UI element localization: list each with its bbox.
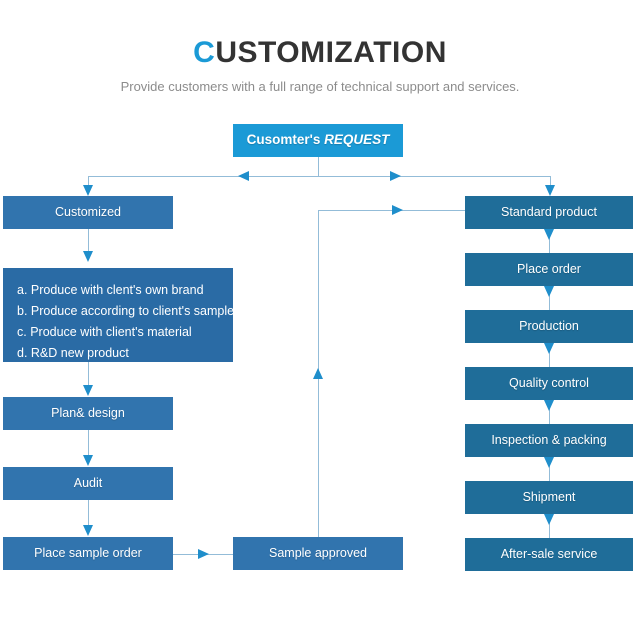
arrow-left-branch-icon	[238, 171, 249, 181]
arrow-audit-to-place-sample-order-icon	[83, 525, 93, 536]
node-inspection-packing[interactable]: Inspection & packing	[465, 424, 633, 457]
arrow-quality-control-to-inspection-icon	[544, 400, 554, 411]
arrow-plan-to-audit-icon	[83, 455, 93, 466]
arrow-options-to-plan-icon	[83, 385, 93, 396]
node-customized[interactable]: Customized	[3, 196, 173, 229]
option-item-b: b. Produce according to client's sample	[17, 304, 235, 318]
node-audit[interactable]: Audit	[3, 467, 173, 500]
request-label-italic: REQUEST	[324, 132, 390, 148]
connector-riser-to-standard-product	[318, 210, 465, 211]
arrow-place-order-to-production-icon	[544, 286, 554, 297]
arrow-to-sample-approved-icon	[198, 549, 209, 559]
arrow-down-to-customized-icon	[83, 185, 93, 196]
connector-standard-product-to-place-order	[549, 229, 550, 253]
connector-drop-right	[550, 176, 551, 186]
node-customization-options[interactable]: a. Produce with clent's own brand b. Pro…	[3, 268, 235, 362]
connector-inspection-to-shipment	[549, 457, 550, 481]
arrow-production-to-quality-control-icon	[544, 343, 554, 354]
connector-plan-to-audit	[88, 430, 89, 460]
connector-place-order-to-production	[549, 286, 550, 310]
arrow-right-branch-icon	[390, 171, 401, 181]
option-item-c: c. Produce with client's material	[17, 325, 192, 339]
connector-drop-left	[88, 176, 89, 186]
arrow-riser-to-standard-product-icon	[392, 205, 403, 215]
option-item-a: a. Produce with clent's own brand	[17, 283, 204, 297]
title-text: USTOMIZATION	[215, 36, 447, 69]
node-quality-control[interactable]: Quality control	[465, 367, 633, 400]
arrow-down-to-standard-product-icon	[545, 185, 555, 196]
connector-audit-to-place-sample-order	[88, 500, 89, 530]
node-sample-approved[interactable]: Sample approved	[233, 537, 403, 570]
node-after-sale-service[interactable]: After-sale service	[465, 538, 633, 571]
connector-distribution-bar	[88, 176, 551, 177]
page-title: CUSTOMIZATION	[0, 36, 640, 70]
arrow-standard-product-to-place-order-icon	[544, 229, 554, 240]
node-shipment[interactable]: Shipment	[465, 481, 633, 514]
request-label-bold: Cusomter's	[246, 132, 321, 148]
node-production[interactable]: Production	[465, 310, 633, 343]
node-customers-request[interactable]: Cusomter's REQUEST	[233, 124, 403, 157]
connector-options-to-plan	[88, 362, 89, 390]
option-item-d: d. R&D new product	[17, 346, 129, 360]
node-standard-product[interactable]: Standard product	[465, 196, 633, 229]
connector-quality-control-to-inspection	[549, 400, 550, 424]
arrow-shipment-to-after-sale-service-icon	[544, 514, 554, 525]
node-plan-design[interactable]: Plan& design	[3, 397, 173, 430]
node-place-order[interactable]: Place order	[465, 253, 633, 286]
node-place-sample-order[interactable]: Place sample order	[3, 537, 173, 570]
title-accent-letter: C	[193, 36, 216, 69]
connector-shipment-to-after-sale-service	[549, 514, 550, 538]
connector-customized-to-options	[88, 229, 89, 255]
connector-production-to-quality-control	[549, 343, 550, 367]
arrow-sample-approved-up-icon	[313, 368, 323, 379]
page-subtitle: Provide customers with a full range of t…	[120, 79, 520, 94]
arrow-inspection-to-shipment-icon	[544, 457, 554, 468]
arrow-customized-to-options-icon	[83, 251, 93, 262]
connector-root-stem	[318, 157, 319, 176]
